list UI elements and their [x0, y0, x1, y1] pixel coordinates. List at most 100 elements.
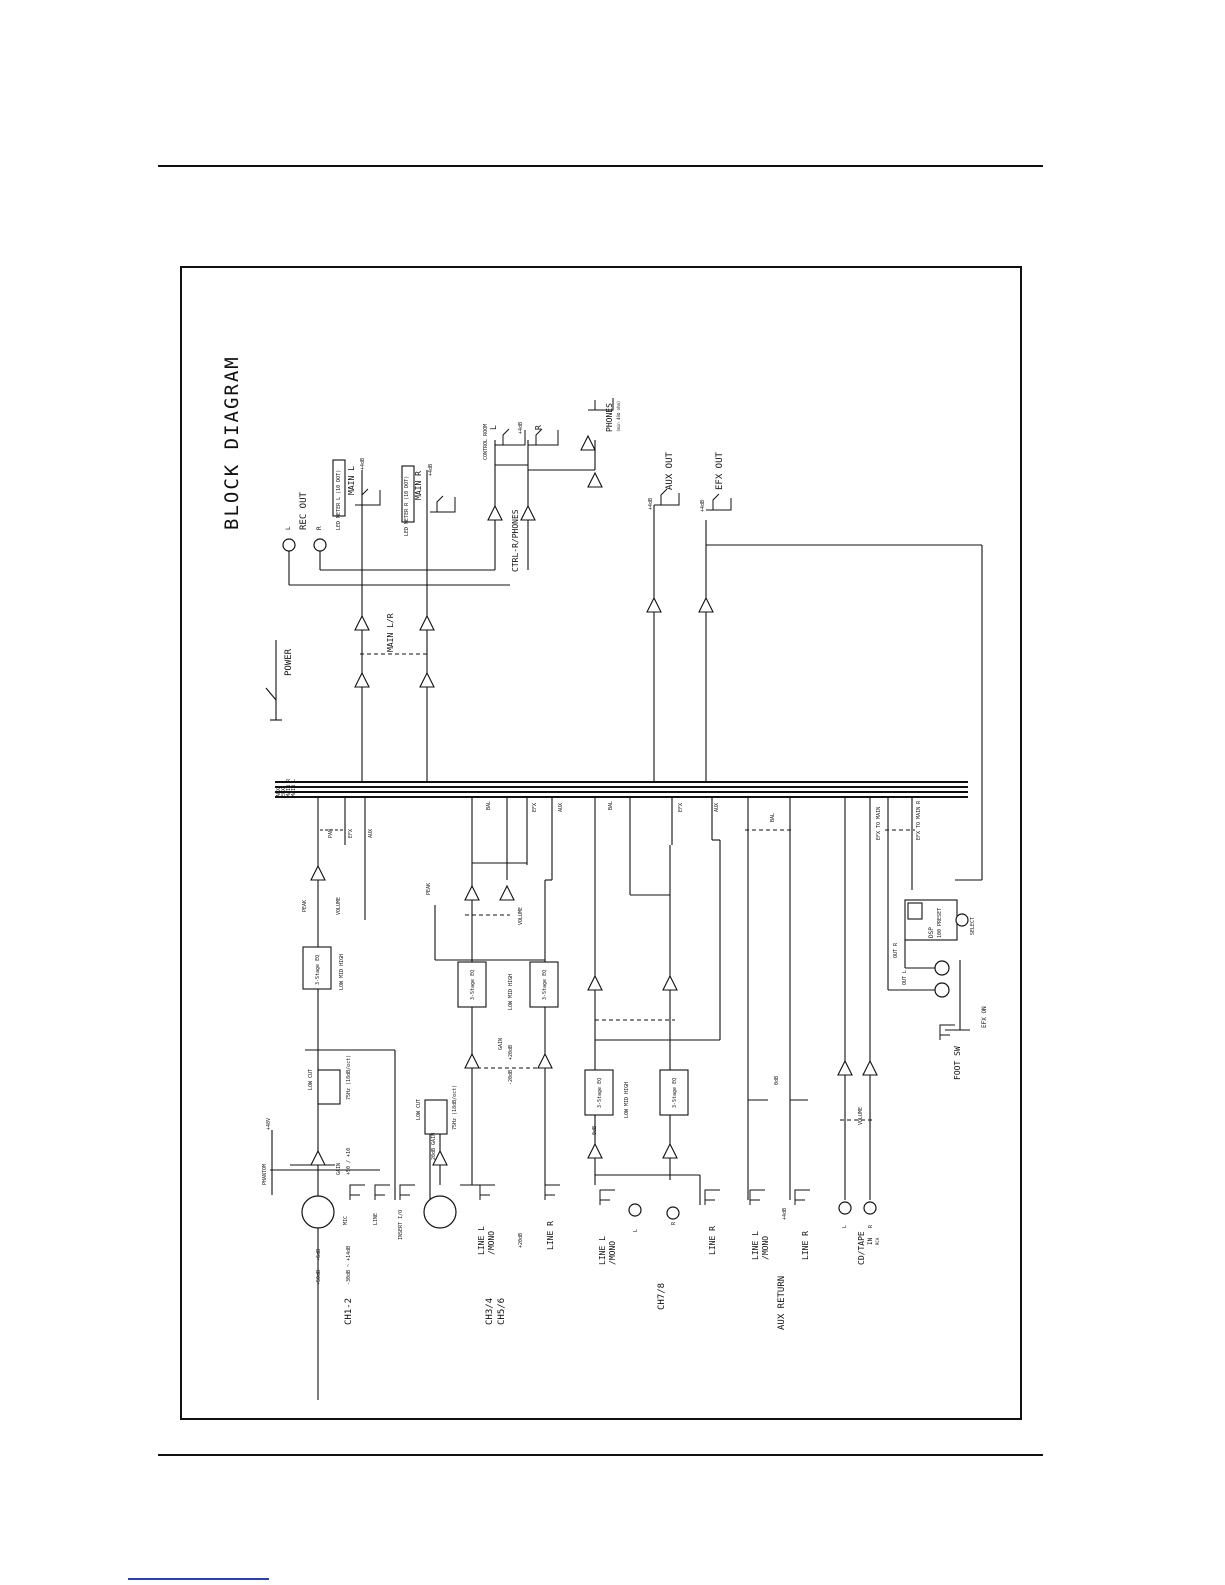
plus48v-label: +48V [266, 1118, 272, 1130]
foot-sw-label: FOOT SW [953, 1046, 962, 1080]
bus-main-l-label: MAIN L [291, 779, 297, 797]
phantom-label: PHANTOM [262, 1164, 268, 1185]
rec-out-r-label: R [316, 526, 323, 530]
ch34-gain-label: GAIN [498, 1038, 504, 1050]
amplifiers [310, 434, 878, 1166]
ch8-r-label: R [671, 1221, 677, 1225]
ch12-eq-label: 3-Stage EQ [315, 955, 321, 985]
efx-on-label: EFX ON [981, 1006, 988, 1028]
footer-rule [158, 1454, 1043, 1456]
ch34-hpf-label: 75Hz (18dB/oct) [452, 1085, 458, 1130]
diagram-frame [180, 266, 1022, 1420]
ch12-line-label: LINE [373, 1213, 379, 1225]
aux-return-label: AUX RETURN [777, 1276, 787, 1330]
phones-sub-label: (min 40Ω ohm) [616, 401, 621, 432]
efx-to-main-label: EFX TO MAIN [876, 807, 882, 840]
ch12-peak-label: PEAK [302, 900, 308, 912]
ch12-gain-label: GAIN [336, 1163, 342, 1175]
ch56-label: CH5/6 [497, 1298, 507, 1325]
transistor-2 [934, 982, 950, 998]
ch56-eq-block [529, 961, 559, 1008]
rec-out-r-jack [313, 538, 327, 552]
cd-in-sub-label: RCA [875, 1237, 880, 1245]
cd-tape-l-jack [838, 1201, 852, 1215]
ch12-label: CH1-2 [344, 1298, 354, 1325]
select-knob [955, 913, 969, 927]
phones-label: PHONES [605, 403, 614, 432]
ch12-insert-label: INSERT I/O [398, 1210, 404, 1240]
aux-out-level: +4dB [648, 498, 654, 510]
ch78-bal-label: BAL [608, 801, 614, 810]
cd-volume-label: VOLUME [858, 1107, 864, 1125]
ch12-mic-range: -50dB ~ -6dB [316, 1249, 322, 1285]
aux-return-line-l: LINE L [751, 1231, 760, 1260]
ch34-plus20-label: +20dB [508, 1045, 514, 1060]
ch34-label: CH3/4 [485, 1298, 495, 1325]
cd-l-label: L [842, 1225, 848, 1228]
ch8-eq-label: 3-Stage EQ [672, 1078, 678, 1108]
ch78-efx-label: EFX [678, 803, 684, 812]
main-lr-label: MAIN L/R [386, 613, 395, 652]
ch34-plus20-input: +20dB [518, 1233, 524, 1248]
blocks [302, 459, 958, 1135]
out-l-label: OUT L [902, 970, 908, 985]
rec-out-label: REC OUT [299, 491, 309, 530]
ch12-eq-bands: LOW MID HIGH [339, 954, 345, 990]
rec-out-l-jack [282, 538, 296, 552]
cd-r-label: R [868, 1224, 874, 1228]
cr-l-label: L [489, 425, 498, 430]
cd-tape-r-jack [863, 1201, 877, 1215]
rec-out-l-label: L [285, 526, 292, 530]
transistor-1 [934, 960, 950, 976]
ch56-eq-label: 3-Stage EQ [542, 970, 548, 1000]
led-meter-l [332, 459, 346, 517]
header-rule [158, 165, 1043, 167]
ch78-label: CH7/8 [657, 1283, 667, 1310]
main-r-level: +4dB [428, 464, 434, 476]
ch7-l-label: L [633, 1229, 639, 1232]
ch34-line-r-label: LINE R [546, 1221, 555, 1250]
ch12-efx-label: EFX [348, 829, 354, 838]
wiring [265, 440, 983, 1400]
control-room-label: CONTROL ROOM [483, 424, 489, 460]
ch34-volume-label: VOLUME [518, 907, 524, 925]
main-l-label: MAIN L [347, 466, 356, 495]
efx-out-label: EFX OUT [715, 451, 725, 490]
ch12-pan-label: PAN [328, 829, 334, 838]
main-l-level: +4dB [360, 458, 366, 470]
ch34-eq-block [457, 961, 487, 1008]
ch12-lowcut-block [317, 1069, 341, 1105]
ch34-xlr [423, 1195, 457, 1229]
ch12-volume-label: VOLUME [336, 897, 342, 915]
footer-link-underline[interactable] [128, 1578, 269, 1580]
bus-efx-label: EFX [281, 788, 287, 797]
ch7-eq-label: 3-Stage EQ [597, 1078, 603, 1108]
jack-sockets [349, 398, 955, 1205]
bus-aux-label: AUX [276, 788, 282, 797]
ch7-rca [628, 1203, 642, 1217]
ch12-xlr [301, 1195, 335, 1229]
main-r-label: MAIN R [414, 471, 423, 500]
led-meter-r-label: LED METER R (10 DOT) [404, 476, 410, 536]
ch7-eq-block [584, 1069, 614, 1116]
efx-to-main-r-label: EFX TO MAIN R [916, 800, 922, 840]
ch34-lowcut-block [424, 1099, 448, 1135]
ch12-lowcut-label: LOW CUT [308, 1069, 314, 1090]
ctrl-phones-label: CTRL-R/PHONES [511, 509, 520, 572]
ch78-aux-label: AUX [714, 803, 720, 812]
led-meter-l-label: LED METER L (10 DOT) [336, 470, 342, 530]
ch34-mono-label: /MONO [487, 1231, 496, 1255]
ch12-gain-range: +50 / +10 [346, 1148, 352, 1175]
ch7-line-l-label: LINE L [598, 1236, 607, 1265]
ch34-line-l-label: LINE L [477, 1226, 486, 1255]
aux-return-odb-label: 0dB [774, 1076, 780, 1085]
ch8-eq-block [659, 1069, 689, 1116]
ch34-peak-label: PEAK [426, 883, 432, 895]
ch34-aux-label: AUX [558, 803, 564, 812]
ch34-gain20-label: 20dB GAIN [431, 1133, 437, 1160]
led-meter-r [401, 465, 415, 523]
efx-out-level: +4dB [700, 500, 706, 512]
labels: BLOCK DIAGRAM REC OUT L R LED METER L (1… [221, 355, 988, 1330]
dsp-presets-label: 100 PRESET [937, 908, 943, 938]
